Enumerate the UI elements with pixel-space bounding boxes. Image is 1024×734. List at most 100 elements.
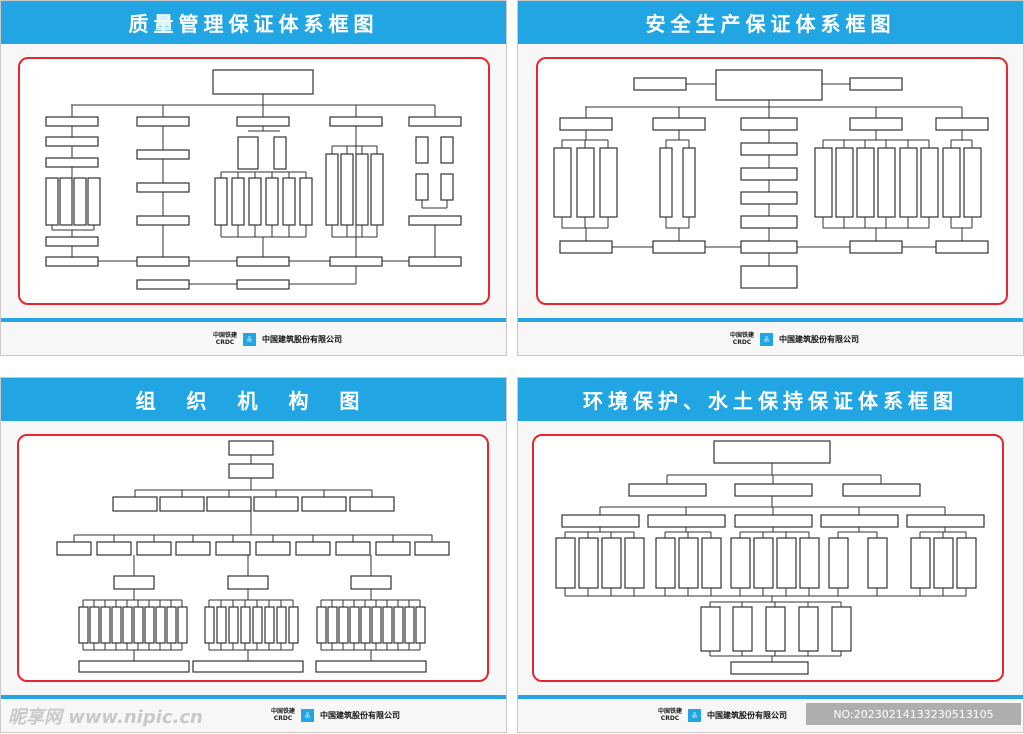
flow-box (877, 147, 896, 218)
flow-box (136, 541, 172, 556)
flow-box (682, 147, 696, 218)
flow-box (253, 496, 299, 512)
flow-box (899, 147, 918, 218)
flow-box (78, 606, 89, 644)
flow-box (820, 514, 899, 528)
flow-box (408, 116, 462, 127)
flow-box (111, 606, 122, 644)
flow-box (732, 606, 753, 652)
flow-box (647, 514, 726, 528)
flow-box (553, 147, 572, 218)
flow-box (227, 575, 269, 590)
flow-box (440, 136, 454, 164)
company-logo-icon: 品 (760, 332, 774, 346)
flow-box (112, 496, 158, 512)
flow-box (740, 167, 798, 181)
flow-box (228, 440, 274, 456)
logo-top-text: 中国铁建 (213, 332, 238, 339)
logo-bottom-text: CRDC (273, 715, 293, 722)
flow-box (734, 483, 813, 497)
flow-box (935, 117, 989, 131)
flow-box (338, 606, 349, 644)
flow-box (382, 606, 393, 644)
flow-box (212, 69, 314, 95)
flow-box (327, 606, 338, 644)
flow-box (415, 606, 426, 644)
flow-box (299, 177, 313, 226)
flow-box (370, 153, 384, 226)
flow-box (576, 147, 595, 218)
logo-top-text: 中国铁建 (271, 708, 296, 715)
company-name: 中国建筑股份有限公司 (779, 334, 860, 344)
flow-box (155, 606, 166, 644)
flow-box (920, 147, 939, 218)
flow-box (159, 496, 205, 512)
flow-box (715, 69, 823, 101)
flow-box (404, 606, 415, 644)
flow-box (652, 240, 706, 254)
flow-box (276, 606, 287, 644)
flow-box (740, 215, 798, 229)
flow-box (192, 660, 304, 673)
flow-box (166, 606, 177, 644)
flow-box (849, 240, 903, 254)
flow-box (236, 256, 290, 267)
flow-box (236, 279, 290, 290)
accent-bar (1, 318, 506, 322)
flow-box (730, 661, 809, 675)
flow-box (375, 541, 411, 556)
accent-bar (1, 695, 506, 699)
flow-box (559, 117, 613, 131)
flow-box (393, 606, 404, 644)
flow-box (415, 136, 429, 164)
flow-box (963, 147, 982, 218)
flow-box (355, 153, 369, 226)
logo-bottom-text: CRDC (215, 339, 235, 346)
flow-box (136, 149, 190, 160)
flow-box (45, 177, 59, 226)
flow-box (236, 116, 290, 127)
flow-box (73, 177, 87, 226)
flow-box (814, 147, 833, 218)
flow-box (798, 606, 819, 652)
flow-box (45, 157, 99, 168)
company-logo-icon: 品 (688, 708, 702, 722)
flow-box (440, 173, 454, 201)
flow-box (329, 256, 383, 267)
flow-box (349, 496, 395, 512)
accent-bar (518, 695, 1023, 699)
flow-box (701, 537, 722, 589)
flow-box (740, 117, 798, 131)
flow-box (240, 606, 251, 644)
company-name: 中国建筑股份有限公司 (262, 334, 343, 344)
flow-box (231, 177, 245, 226)
flow-box (340, 153, 354, 226)
flow-box (831, 606, 852, 652)
flow-box (204, 606, 215, 644)
flow-box (408, 215, 462, 226)
flow-box (561, 514, 640, 528)
flow-box (578, 537, 599, 589)
flow-box (765, 606, 786, 652)
flow-box (655, 537, 676, 589)
flow-box (555, 537, 576, 589)
flow-box (633, 77, 687, 91)
flow-box (624, 537, 645, 589)
flow-box (113, 575, 155, 590)
flow-box (740, 240, 798, 254)
flow-box (628, 483, 707, 497)
flow-box (325, 153, 339, 226)
flow-box (216, 606, 227, 644)
logo-top-text: 中国铁建 (658, 708, 683, 715)
flow-box (45, 136, 99, 147)
company-logo-icon: 品 (301, 708, 315, 722)
flow-box (730, 537, 751, 589)
flow-box (956, 537, 977, 589)
flow-box (849, 117, 903, 131)
flow-box (652, 117, 706, 131)
